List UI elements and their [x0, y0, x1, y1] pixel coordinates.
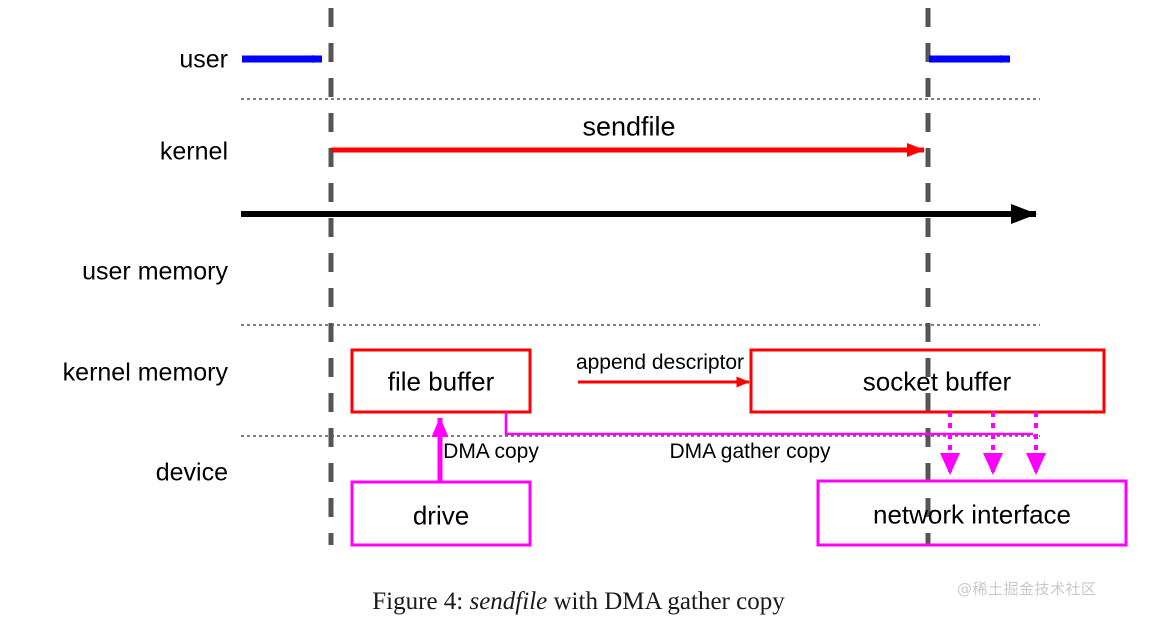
dma-gather-copy-label: DMA gather copy [669, 440, 831, 463]
socket-buffer-box [749, 348, 1106, 414]
lane-label-user-memory: user memory [82, 257, 228, 286]
lane-label-device: device [155, 458, 228, 487]
lane-label-user: user [179, 45, 228, 74]
figure-caption: Figure 4: sendfile with DMA gather copy [0, 588, 1157, 616]
lane-label-kernel-memory: kernel memory [62, 358, 228, 387]
dma-gather-copy-path [504, 412, 1033, 436]
file-buffer-box [350, 348, 532, 414]
socket-buffer-label: socket buffer [862, 366, 1012, 397]
lane-label-kernel: kernel [159, 137, 228, 166]
caption-suffix: with DMA gather copy [547, 588, 785, 615]
network-interface-box [816, 479, 1128, 547]
network-interface-label: network interface [873, 499, 1071, 530]
caption-emphasis: sendfile [469, 588, 548, 615]
drive-label: drive [412, 500, 470, 531]
watermark: @稀土掘金技术社区 [957, 580, 1097, 598]
file-buffer-label: file buffer [387, 366, 495, 397]
sendfile-label: sendfile [582, 111, 676, 142]
append-descriptor-label: append descriptor [575, 351, 745, 374]
dma-copy-label: DMA copy [443, 440, 539, 463]
caption-prefix: Figure 4: [372, 588, 470, 615]
